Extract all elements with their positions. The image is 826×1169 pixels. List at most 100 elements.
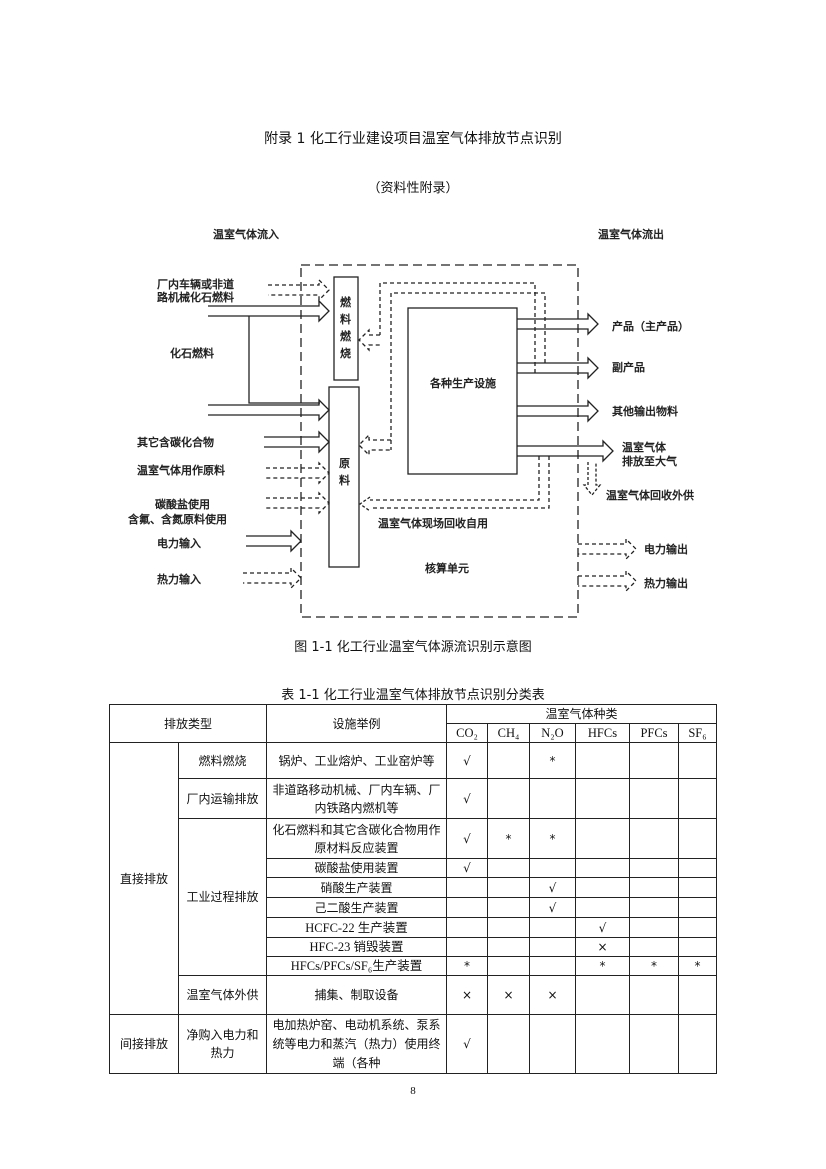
facility-example: 捕集、制取设备	[266, 975, 447, 1015]
arrow-heat-out	[578, 569, 637, 593]
svg-text:料: 料	[340, 312, 351, 326]
table-row: 间接排放 净购入电力和热力 电加热炉窑、电动机系统、泵系统等电力和蒸汽（热力）使…	[109, 1014, 717, 1074]
gas-mark	[629, 937, 679, 957]
label-carbonate: 碳酸盐使用	[155, 497, 210, 511]
gas-mark	[487, 742, 530, 779]
label-heat-out: 热力输出	[644, 576, 688, 590]
header-type: 排放类型	[109, 704, 267, 743]
gas-mark	[678, 742, 717, 779]
facilities-box	[407, 307, 518, 475]
header-gas: CO₂	[446, 723, 488, 743]
subgroup-purchased: 净购入电力和热力	[178, 1014, 267, 1074]
label-ghg-feedstock: 温室气体用作原料	[137, 463, 225, 477]
table-row: 厂内运输排放 非道路移动机械、厂内车辆、厂内铁路内燃机等√	[110, 778, 717, 819]
svg-text:料: 料	[339, 473, 350, 487]
gas-mark: *	[575, 956, 630, 976]
gas-mark	[529, 917, 576, 938]
gas-mark: √	[446, 778, 488, 819]
fossil-fuel-branch-line	[248, 316, 320, 404]
table-row: 工业过程排放 化石燃料和其它含碳化合物用作原材料反应装置√**	[110, 818, 717, 976]
gas-mark	[678, 858, 717, 878]
gas-mark: ×	[446, 975, 488, 1015]
gas-mark: √	[575, 917, 630, 938]
gas-mark	[529, 778, 576, 819]
group-indirect: 间接排放	[109, 1014, 179, 1074]
gas-mark: √	[446, 742, 488, 779]
gas-mark	[446, 937, 488, 957]
gas-mark	[575, 877, 630, 898]
arrow-product	[517, 312, 599, 336]
facility-example: HFCs/PFCs/SF₆生产装置	[266, 956, 447, 976]
onsite-recovery-loop-1	[370, 456, 540, 501]
table-row: 碳酸盐使用装置√	[110, 858, 717, 878]
group-direct: 直接排放	[109, 742, 179, 1015]
arrow-vehicle-fuel	[268, 278, 330, 302]
table-row: 直接排放 燃料燃烧 锅炉、工业熔炉、工业窑炉等√*	[109, 742, 717, 1015]
ghg-flow-diagram: 温室气体流入 温室气体流出 厂内车辆或非道 路机械化石燃料 化石燃料 其它含碳化…	[127, 227, 694, 618]
arrow-byproduct	[517, 356, 599, 380]
arrow-other-carbon	[264, 430, 330, 454]
table-row: 温室气体外供 捕集、制取设备×××	[110, 975, 717, 1015]
header-gas-group: 温室气体种类	[446, 704, 717, 724]
gas-mark	[487, 956, 530, 976]
inflow-header: 温室气体流入	[213, 227, 279, 241]
gas-mark	[446, 917, 488, 938]
subgroup-transport: 厂内运输排放	[178, 778, 267, 819]
facility-example: 非道路移动机械、厂内车辆、厂内铁路内燃机等	[266, 778, 447, 819]
gas-mark	[529, 937, 576, 957]
gas-mark: √	[529, 877, 576, 898]
gas-mark	[629, 1014, 679, 1074]
fuel-combustion-box	[333, 276, 359, 381]
header-gas: N₂O	[529, 723, 576, 743]
table-caption: 表 1-1 化工行业温室气体排放节点识别分类表	[281, 688, 545, 703]
accounting-unit-boundary	[300, 264, 579, 618]
onsite-recovery-label: 温室气体现场回收自用	[378, 516, 488, 530]
arrow-other-output	[517, 399, 599, 423]
arrow-fossil-fuel-bottom	[208, 398, 330, 422]
gas-mark	[629, 742, 679, 779]
figure-caption: 图 1-1 化工行业温室气体源流识别示意图	[294, 640, 532, 655]
gas-mark	[487, 917, 530, 938]
gas-mark	[678, 937, 717, 957]
gas-mark	[529, 858, 576, 878]
gas-mark	[575, 858, 630, 878]
arrow-recycle-fuel	[358, 328, 380, 352]
label-fluorine-nitrogen: 含氟、含氮原料使用	[127, 512, 227, 526]
gas-mark: *	[529, 818, 576, 859]
gas-mark	[678, 778, 717, 819]
page-number: 8	[410, 1085, 416, 1097]
gas-mark	[629, 818, 679, 859]
header-gas: SF₆	[678, 723, 717, 743]
gas-mark	[487, 1014, 530, 1074]
fuel-combustion-box-label: 燃 料 燃 烧	[339, 295, 352, 360]
svg-text:烧: 烧	[340, 346, 351, 360]
gas-mark	[529, 956, 576, 976]
gas-mark: √	[446, 858, 488, 878]
header-gas: CH₄	[487, 723, 530, 743]
facility-example: 己二酸生产装置	[266, 897, 447, 918]
label-vehicle-fuel-2: 路机械化石燃料	[157, 290, 234, 304]
gas-mark	[575, 1014, 630, 1074]
gas-mark	[629, 858, 679, 878]
facility-example: HFC-23 销毁装置	[266, 937, 447, 957]
label-power-out: 电力输出	[644, 542, 688, 556]
arrow-ghg-recovery	[582, 462, 602, 497]
gas-mark	[446, 897, 488, 918]
arrow-fossil-fuel-top	[208, 299, 330, 323]
feedstock-box	[328, 386, 360, 568]
facility-example: 碳酸盐使用装置	[266, 858, 447, 878]
gas-mark	[678, 1014, 717, 1074]
facility-example: 电加热炉窑、电动机系统、泵系统等电力和蒸汽（热力）使用终端（各种	[266, 1014, 447, 1074]
onsite-recovery-loop-2	[370, 456, 550, 509]
facility-example: 硝酸生产装置	[266, 877, 447, 898]
gas-mark	[629, 975, 679, 1015]
appendix-title: 附录 1 化工行业建设项目温室气体排放节点识别	[264, 131, 562, 147]
gas-mark: ×	[575, 937, 630, 957]
arrow-ghg-feedstock	[266, 461, 330, 485]
gas-mark	[678, 877, 717, 898]
gas-mark: √	[529, 897, 576, 918]
subgroup-process: 工业过程排放	[178, 818, 267, 976]
label-heat-in: 热力输入	[157, 572, 201, 586]
arrow-recycle-feedstock	[358, 433, 391, 457]
table-row: HFCs/PFCs/SF₆生产装置****	[110, 956, 717, 976]
